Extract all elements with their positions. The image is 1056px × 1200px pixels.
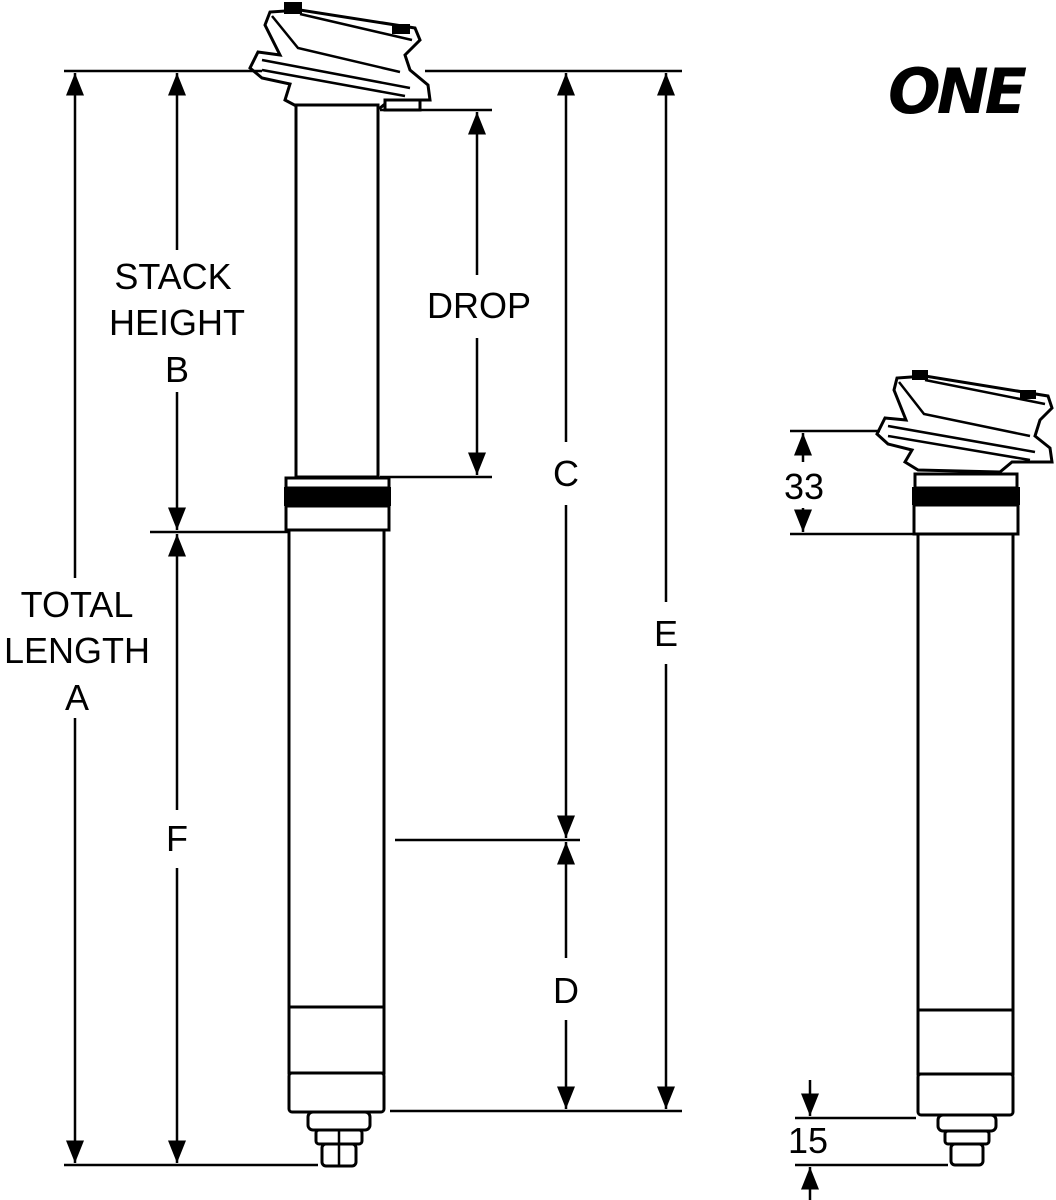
saddle-clamp-small <box>875 370 1054 474</box>
total-length-label-line2: LENGTH <box>4 630 150 671</box>
collar-ring <box>284 487 391 506</box>
actuator <box>306 1110 372 1168</box>
seatpost-extended <box>248 2 432 1168</box>
stack-height-label-line1: STACK <box>114 256 231 297</box>
lower-tube <box>287 528 386 1009</box>
saddle-clamp <box>248 2 432 112</box>
collar <box>284 504 391 532</box>
dimension-label-d: D <box>553 970 579 1011</box>
seatpost-compressed <box>875 370 1054 1167</box>
dimension-label-15: 15 <box>788 1120 828 1161</box>
dimension-label-a: A <box>65 677 89 718</box>
stanchion <box>294 103 380 479</box>
dimension-label-33: 33 <box>784 466 824 507</box>
total-length-label-line1: TOTAL <box>21 584 134 625</box>
dimension-label-f: F <box>166 818 188 859</box>
one-logo: ONE <box>888 55 1027 128</box>
dimension-label-b: B <box>165 349 189 390</box>
stack-height-label-line2: HEIGHT <box>109 302 245 343</box>
dimension-label-drop: DROP <box>427 285 531 326</box>
actuator-small <box>936 1113 998 1167</box>
dimension-label-c: C <box>553 453 579 494</box>
dimension-label-e: E <box>654 613 678 654</box>
